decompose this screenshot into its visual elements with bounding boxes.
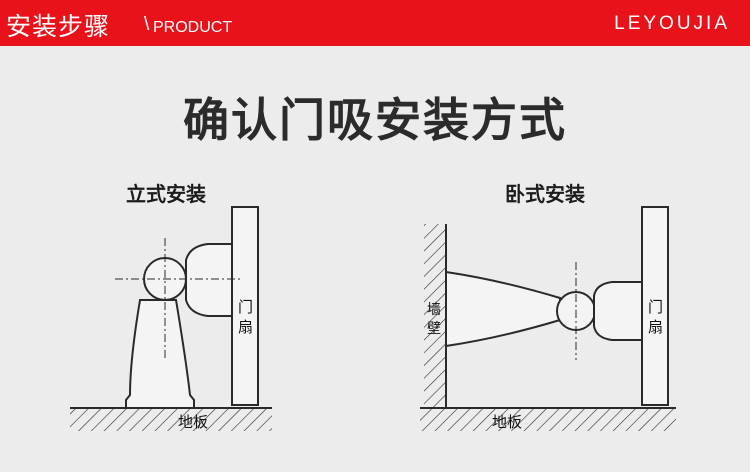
door-catch [185, 243, 233, 317]
door-label-3: 门 [648, 298, 663, 316]
brand-logo: LEYOUJIA [614, 13, 730, 34]
wall-hatch [424, 224, 446, 408]
door-label-4: 扇 [648, 318, 663, 336]
header-title: 安装步骤 [6, 12, 111, 41]
floor-label: 地板 [178, 413, 208, 431]
floor-label-2: 地板 [492, 413, 522, 431]
horizontal-install-diagram: 墙 壁 门 扇 地板 [420, 206, 676, 431]
floor-hatch [70, 409, 272, 431]
page-title: 确认门吸安装方式 [183, 93, 567, 147]
header-separator: \ [144, 14, 150, 35]
horizontal-install-title: 卧式安装 [505, 182, 585, 206]
door-panel-2 [641, 206, 669, 406]
header-subtitle: PRODUCT [153, 19, 233, 36]
wall-label-1: 墙 [427, 302, 441, 318]
door-label-1: 门 [238, 298, 253, 316]
door-catch-2 [593, 281, 643, 341]
vertical-install-diagram: 门 扇 地板 [70, 206, 272, 431]
wall-stand-body [445, 270, 561, 348]
vertical-install-title: 立式安装 [126, 182, 206, 206]
floor-hatch-2 [420, 409, 676, 431]
door-label-2: 扇 [238, 318, 253, 336]
stand-body [125, 299, 195, 409]
wall-label-2: 壁 [427, 321, 441, 337]
header-bar: 安装步骤 \ PRODUCT LEYOUJIA [0, 0, 750, 46]
